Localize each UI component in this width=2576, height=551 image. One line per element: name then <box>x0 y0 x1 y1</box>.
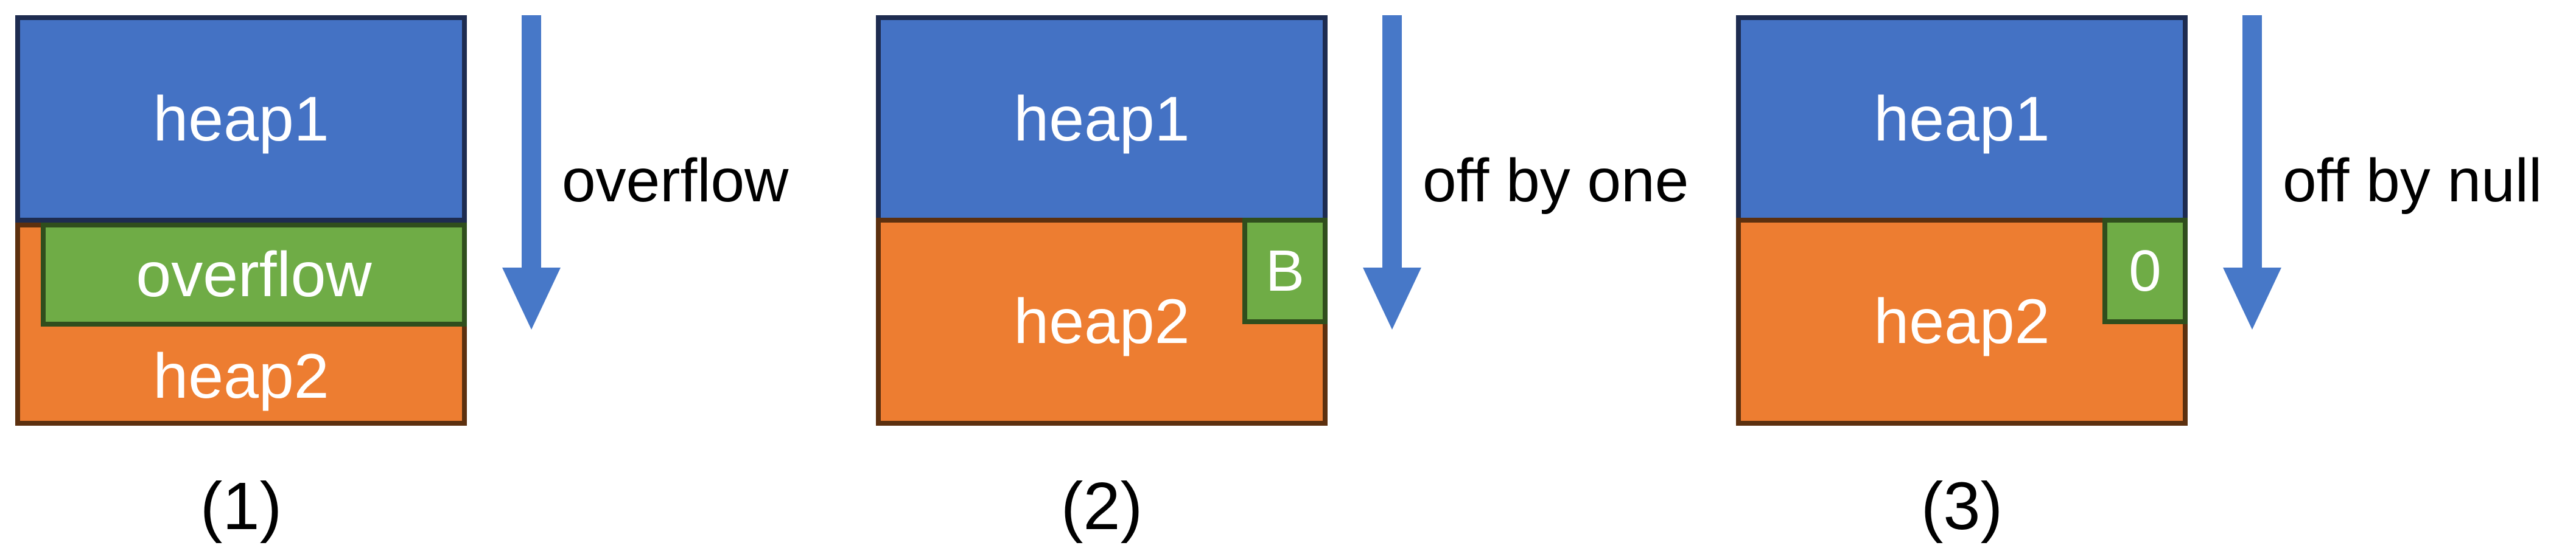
null-byte-label: 0 <box>2129 238 2161 303</box>
arrow-label: off by one <box>1423 147 1689 215</box>
down-arrow-icon <box>522 15 541 268</box>
down-arrow-head-icon <box>2223 268 2281 330</box>
down-arrow-icon <box>1382 15 1402 268</box>
arrow-label: off by null <box>2283 147 2543 215</box>
heap1-label: heap1 <box>153 83 329 154</box>
down-arrow-icon <box>2242 15 2262 268</box>
down-arrow-head-icon <box>502 268 561 330</box>
heap1-block: heap1 <box>15 15 467 223</box>
arrow-label: overflow <box>562 147 789 215</box>
heap2-label: heap2 <box>1013 286 1190 357</box>
heap1-block: heap1 <box>1736 15 2188 223</box>
panel-caption: (1) <box>200 469 282 544</box>
panel-overflow: heap1 heap2 overflow overflow (1) <box>0 0 855 551</box>
overwritten-byte-label: B <box>1265 238 1305 303</box>
panel-off-by-null: heap1 heap2 0 off by null (3) <box>1721 0 2576 551</box>
panel-caption: (2) <box>1060 469 1143 544</box>
overflow-block-label: overflow <box>136 239 372 310</box>
heap1-block: heap1 <box>876 15 1328 223</box>
heap2-label: heap2 <box>153 341 329 412</box>
panel-caption: (3) <box>1920 469 2003 544</box>
heap2-label: heap2 <box>1874 286 2050 357</box>
heap2-label-area: heap2 <box>15 327 467 426</box>
panel-off-by-one: heap1 heap2 B off by one (2) <box>861 0 1716 551</box>
heap1-label: heap1 <box>1013 83 1190 154</box>
overwritten-byte-block: B <box>1242 218 1328 324</box>
heap1-label: heap1 <box>1874 83 2050 154</box>
overflow-block: overflow <box>41 223 467 327</box>
down-arrow-head-icon <box>1363 268 1421 330</box>
null-byte-block: 0 <box>2102 218 2188 324</box>
